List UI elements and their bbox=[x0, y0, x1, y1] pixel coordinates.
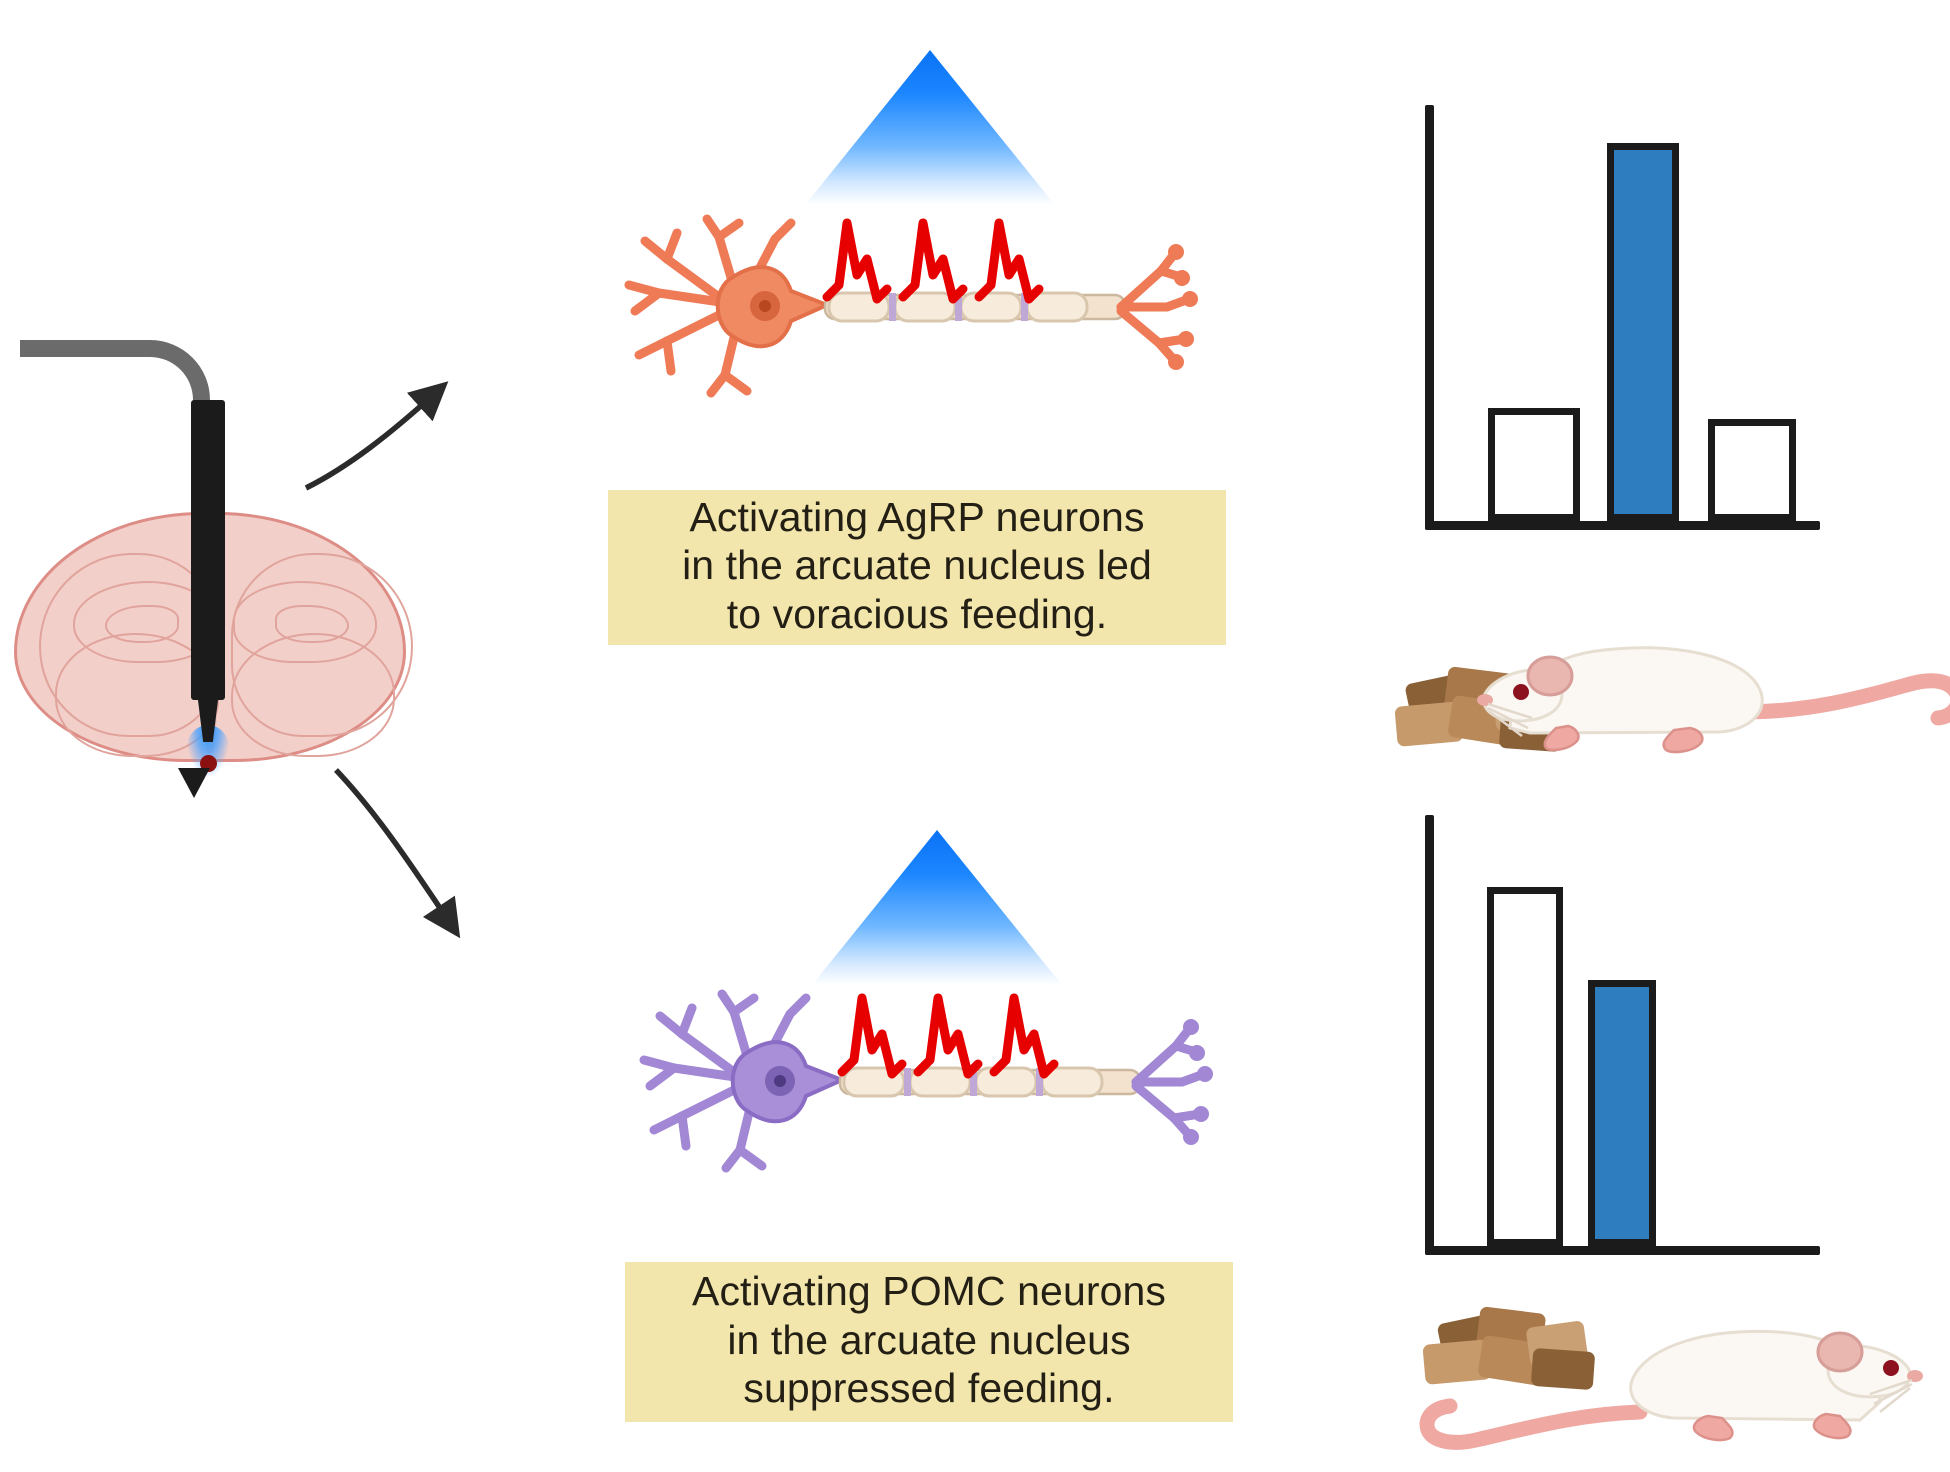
mouse-eye bbox=[1513, 684, 1529, 700]
blue-light-cone-pomc bbox=[802, 830, 1072, 992]
food-pellets-pile-pomc bbox=[1422, 1306, 1595, 1390]
mouse-ear bbox=[1526, 655, 1574, 697]
agrp-mouse-illustration bbox=[1390, 600, 1950, 780]
bar-post-stim bbox=[1708, 419, 1796, 521]
mouse-tail bbox=[1734, 673, 1950, 726]
food-intake-chart-pomc bbox=[1425, 815, 1820, 1255]
mouse-paws bbox=[1543, 724, 1704, 754]
arrow-to-agrp-branch bbox=[300, 370, 460, 500]
pomc-nucleolus bbox=[774, 1075, 786, 1087]
pomc-caption-box: Activating POMC neurons in the arcuate n… bbox=[625, 1262, 1233, 1422]
pomc-mouse-illustration bbox=[1410, 1290, 1950, 1470]
agrp-neuron-illustration bbox=[615, 214, 1198, 400]
bar-baseline bbox=[1487, 887, 1563, 1246]
pomc-action-potential-spikes bbox=[837, 993, 1059, 1079]
chart-y-axis bbox=[1425, 815, 1434, 1255]
agrp-axon-terminals bbox=[1116, 248, 1194, 366]
optical-fiber-tip bbox=[197, 692, 219, 742]
mouse-nose bbox=[1907, 1370, 1923, 1382]
chart-x-axis bbox=[1425, 521, 1820, 530]
pomc-axon-myelin bbox=[838, 1066, 1142, 1098]
bar-light-on bbox=[1607, 143, 1679, 521]
optical-fiber-implant bbox=[191, 400, 225, 700]
pomc-terminal-boutons bbox=[1183, 1019, 1213, 1145]
food-intake-chart-agrp bbox=[1425, 105, 1820, 530]
mouse-whiskers bbox=[1487, 702, 1533, 737]
agrp-terminal-boutons bbox=[1168, 244, 1198, 370]
bar-baseline bbox=[1488, 408, 1580, 521]
agrp-action-potential-spikes bbox=[822, 218, 1044, 304]
mouse-eye bbox=[1883, 1360, 1899, 1376]
blue-light-cone-agrp bbox=[795, 50, 1065, 212]
arcuate-nucleus-target-marker bbox=[200, 755, 217, 772]
brain-ventricle-left bbox=[105, 605, 179, 643]
brain-striatum-right bbox=[231, 633, 395, 757]
mouse-nose bbox=[1477, 694, 1493, 706]
pomc-axon-terminals bbox=[1131, 1023, 1209, 1141]
agrp-nucleolus bbox=[759, 300, 771, 312]
pomc-neuron-illustration bbox=[630, 989, 1213, 1175]
agrp-axon-myelin bbox=[823, 291, 1127, 323]
brain-ventricle-right bbox=[275, 605, 349, 643]
bar-light-on bbox=[1588, 980, 1656, 1246]
mouse-tail bbox=[1419, 1398, 1648, 1450]
arrow-to-pomc-branch bbox=[330, 760, 490, 960]
mouse-paws bbox=[1692, 1412, 1852, 1442]
agrp-caption-box: Activating AgRP neurons in the arcuate n… bbox=[608, 490, 1226, 645]
patch-cable-icon bbox=[20, 340, 210, 422]
optogenetic-brain-stimulation-panel bbox=[0, 300, 420, 798]
fiber-direction-arrow-icon bbox=[178, 768, 210, 798]
chart-y-axis bbox=[1425, 105, 1434, 530]
mouse-ear bbox=[1816, 1331, 1864, 1373]
mouse-whiskers bbox=[1869, 1378, 1913, 1413]
chart-x-axis bbox=[1425, 1246, 1820, 1255]
